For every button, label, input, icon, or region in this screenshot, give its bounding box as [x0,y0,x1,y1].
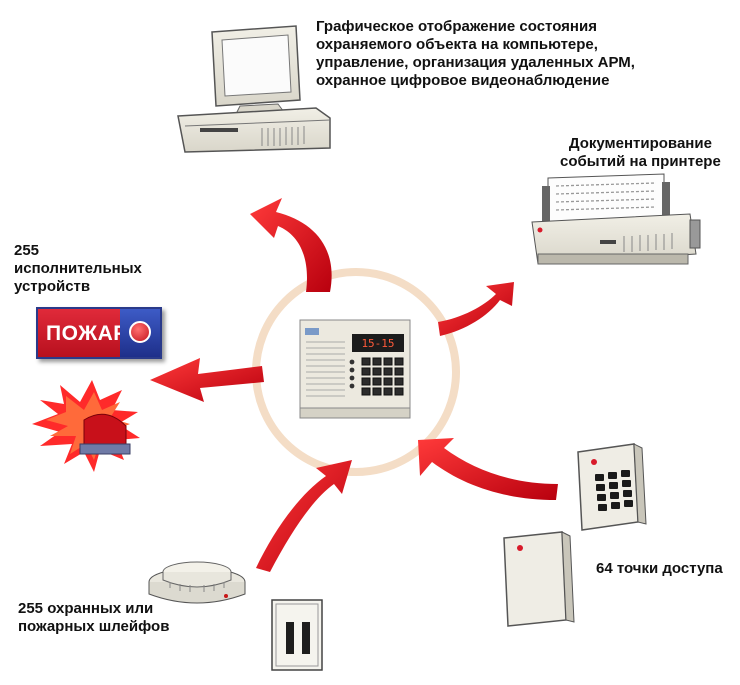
keypad-reader-icon [577,443,647,531]
fire-sign-button-icon [120,309,160,357]
actuators-label: 255 исполнительных устройств [14,242,142,295]
arrow-to-printer [438,282,514,336]
card-reader-icon [503,531,575,627]
computer-label: Графическое отображение состояния охраня… [316,18,635,89]
fire-sign-text: ПОЖАР [46,322,128,345]
printer-icon [531,173,701,265]
arrow-to-computer [250,198,332,292]
computer-icon [177,25,331,153]
fire-sign-icon: ПОЖАР [36,307,162,359]
panel-display: 15-15 [361,337,394,350]
sensor-icon [271,599,323,671]
arrow-from-access [418,438,558,500]
printer-label: Документирование событий на принтере [560,135,721,170]
arrow-to-actuators [150,358,264,402]
strobe-siren-icon [32,380,140,472]
control-panel-icon: 15-15 [299,319,411,419]
access-label: 64 точки доступа [596,560,723,577]
smoke-detector-icon [148,561,246,604]
arrow-from-loops [256,460,352,572]
loops-label: 255 охранных или пожарных шлейфов [18,600,170,635]
